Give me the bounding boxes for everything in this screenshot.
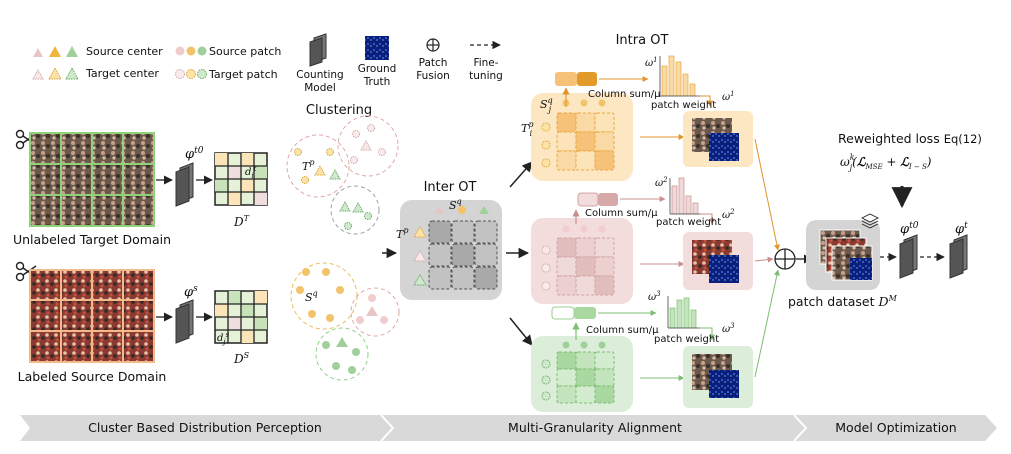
intra-ot-branch-1 [531,55,753,181]
stage-banner [20,414,997,442]
legend: Source center Source patch Target center… [32,33,503,94]
intra-ot-branch-2 [531,177,753,304]
legend-finetune-line1: Fine- [473,57,498,69]
d-s-symbol: djs [217,331,230,346]
inter-ot-title: Inter OT [424,180,477,195]
w3-label-right: ω3 [722,322,735,335]
w1-label: ω1 [645,56,658,69]
legend-gt-line1: Ground [358,63,397,75]
w3-label: ω3 [648,290,661,303]
legend-source-center: Source center [86,45,163,58]
counting-model-target-icon [175,162,194,207]
legend-target-center: Target center [85,67,159,80]
source-center-icon [33,46,78,57]
source-domain-label: Labeled Source Domain [18,369,167,384]
legend-target-patch: Target patch [208,68,278,81]
inter-ot-matrix [400,200,502,300]
source-clusters [290,262,400,381]
counting-model-source-icon [175,299,194,344]
counting-model-t0-icon [899,234,918,279]
D-S-label: DS [233,351,250,366]
patch-fusion-icon [426,38,440,52]
phi-t0-label-left: φt0 [185,146,204,162]
Tp-cluster-label: Tp [302,158,314,173]
arrow-fusion-1 [754,138,780,251]
source-patch-icon [175,46,207,56]
patch-weight-label-3: patch weight [654,334,719,345]
stage-3-label: Model Optimization [835,420,956,435]
phi-s-label: φs [184,284,198,300]
column-sum-label-3: Column sum/μ [586,325,659,336]
column-sum-label-1: Column sum/μ [588,89,661,100]
counting-model-icon [309,33,327,67]
patch-weight-label-2: patch weight [656,217,721,228]
legend-fusion-line2: Fusion [416,70,450,82]
arrow-fusion-2 [754,256,774,263]
target-clusters [286,115,399,235]
legend-gt-line2: Truth [363,76,391,88]
legend-finetune-line2: tuning [469,70,503,82]
clustering-title: Clustering [306,103,372,118]
distance-matrix-target [214,152,268,206]
target-center-icon [32,66,79,80]
Tp-inter-label: Tp [396,226,408,241]
arrow-to-intra-bot [509,317,533,346]
target-patch-icon [175,69,207,79]
source-domain-image [29,269,155,363]
patch-dataset-stack [806,220,880,290]
w2-label-right: ω2 [722,208,735,221]
arrow-fusion-3 [754,269,780,378]
d-t-symbol: dit [245,165,257,180]
patch-weight-label-1: patch weight [651,100,716,111]
legend-counting-line1: Counting [296,69,343,81]
stage-2-label: Multi-Granularity Alignment [508,420,682,435]
intra-ot-branch-3 [531,296,753,412]
target-domain-image [29,132,155,227]
arrow-to-intra-top [509,161,533,188]
distance-matrix-source [214,290,268,344]
ground-truth-icon [365,36,389,60]
phi-t0-label-right: φt0 [900,221,919,237]
Sq-cluster-label: Sq [305,289,318,304]
legend-counting-line2: Model [304,82,336,94]
D-T-label: DT [233,214,250,229]
legend-source-patch: Source patch [209,45,281,58]
stage-1-label: Cluster Based Distribution Perception [88,420,322,435]
w1-label-right: ω1 [722,90,735,103]
legend-fusion-line1: Patch [419,57,448,69]
target-domain-label: Unlabeled Target Domain [13,232,171,247]
Sq-inter-label: Sq [449,197,462,212]
intra-ot-title: Intra OT [616,33,669,48]
w2-label: ω2 [655,176,668,189]
layers-icon [860,213,880,229]
counting-model-t-icon [949,234,968,279]
column-sum-label-2: Column sum/μ [585,208,658,219]
patch-fusion-node-icon [774,248,796,270]
phi-t-label: φt [955,221,968,237]
